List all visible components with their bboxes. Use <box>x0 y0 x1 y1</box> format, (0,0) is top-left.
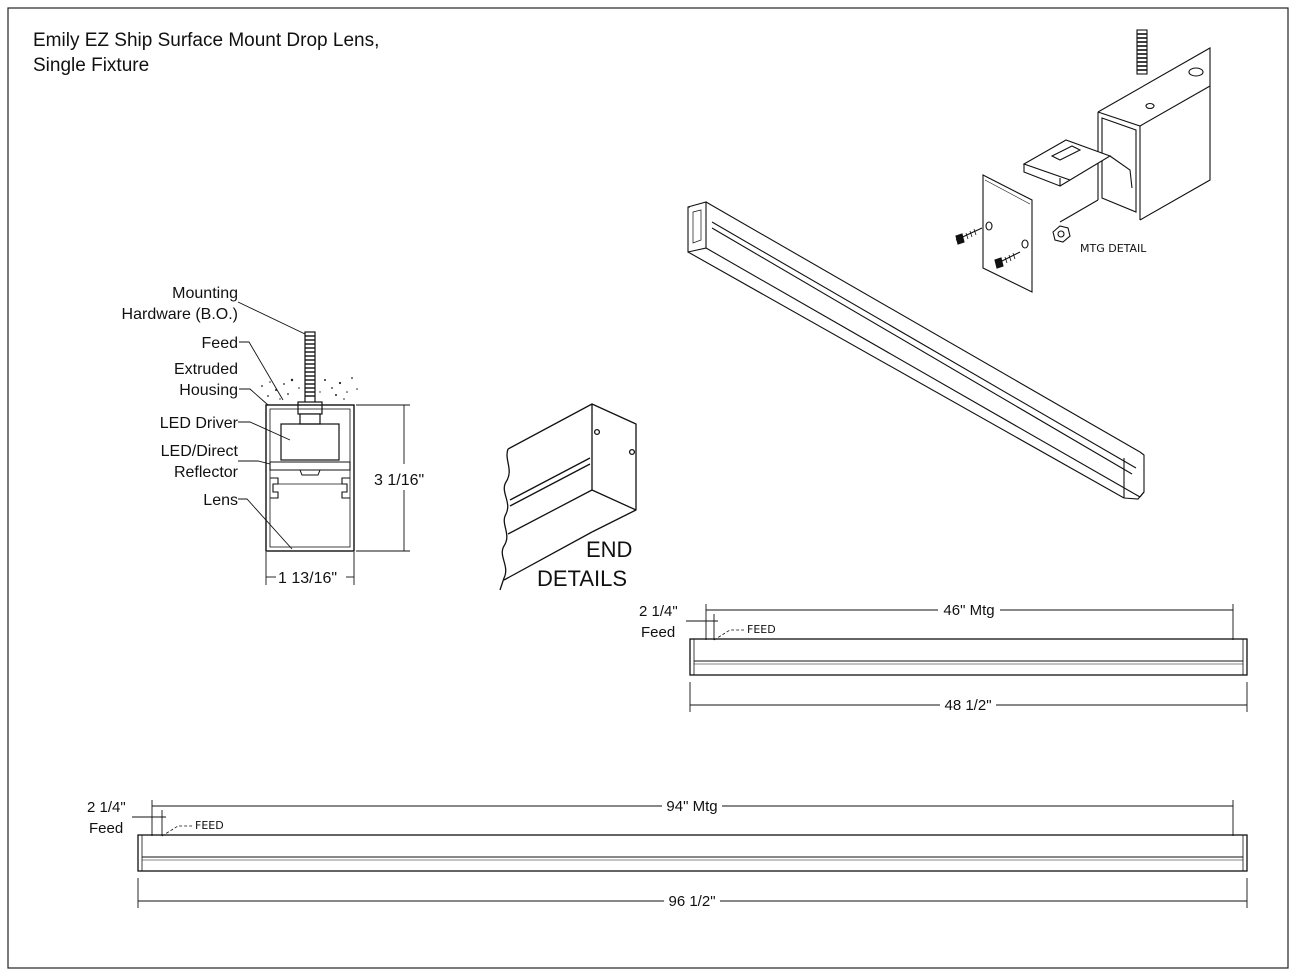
fixture-4ft-elevation: 46" Mtg 2 1/4" Feed FEED 48 1/2" <box>639 602 1248 714</box>
title-line-2: Single Fixture <box>33 55 149 76</box>
sheet-border <box>7 7 1289 969</box>
cross-section-drawing: 3 1/16" 1 13/16" Mounting Hardware (B.O.… <box>122 285 425 587</box>
label-housing-2: Housing <box>179 382 238 399</box>
mtg-detail-label: MTG DETAIL <box>1080 242 1147 255</box>
fixture-8ft-mtg-dimension: 94" Mtg <box>666 798 717 815</box>
label-reflector-1: LED/Direct <box>161 443 239 460</box>
label-housing-1: Extruded <box>174 361 238 378</box>
fixture-8ft-feed-label: FEED <box>195 819 224 832</box>
label-lens: Lens <box>203 492 238 509</box>
fixture-8ft-feed-offset-2: Feed <box>89 820 123 837</box>
fixture-8ft-length-dimension: 96 1/2" <box>668 893 715 910</box>
end-details-drawing <box>499 403 637 591</box>
fixture-8ft-feed-offset-1: 2 1/4" <box>87 799 126 816</box>
isometric-fixture-drawing <box>687 201 1145 500</box>
label-reflector-2: Reflector <box>174 464 239 481</box>
fixture-4ft-feed-label: FEED <box>747 623 776 636</box>
fixture-4ft-mtg-dimension: 46" Mtg <box>943 602 994 619</box>
fixture-4ft-feed-offset-1: 2 1/4" <box>639 603 678 620</box>
label-feed: Feed <box>202 335 238 352</box>
fixture-4ft-feed-offset-2: Feed <box>641 624 675 641</box>
end-details-line-1: END <box>586 537 632 562</box>
end-details-line-2: DETAILS <box>537 566 627 591</box>
label-mounting-1: Mounting <box>172 285 238 302</box>
mtg-detail-drawing <box>955 29 1211 293</box>
fixture-4ft-length-dimension: 48 1/2" <box>944 697 991 714</box>
height-dimension: 3 1/16" <box>374 472 424 489</box>
label-driver: LED Driver <box>160 415 239 432</box>
title-line-1: Emily EZ Ship Surface Mount Drop Lens, <box>33 30 379 51</box>
label-mounting-2: Hardware (B.O.) <box>122 306 238 323</box>
fixture-8ft-elevation: 94" Mtg 2 1/4" Feed FEED 96 1/2" <box>87 798 1248 910</box>
width-dimension: 1 13/16" <box>278 570 337 587</box>
